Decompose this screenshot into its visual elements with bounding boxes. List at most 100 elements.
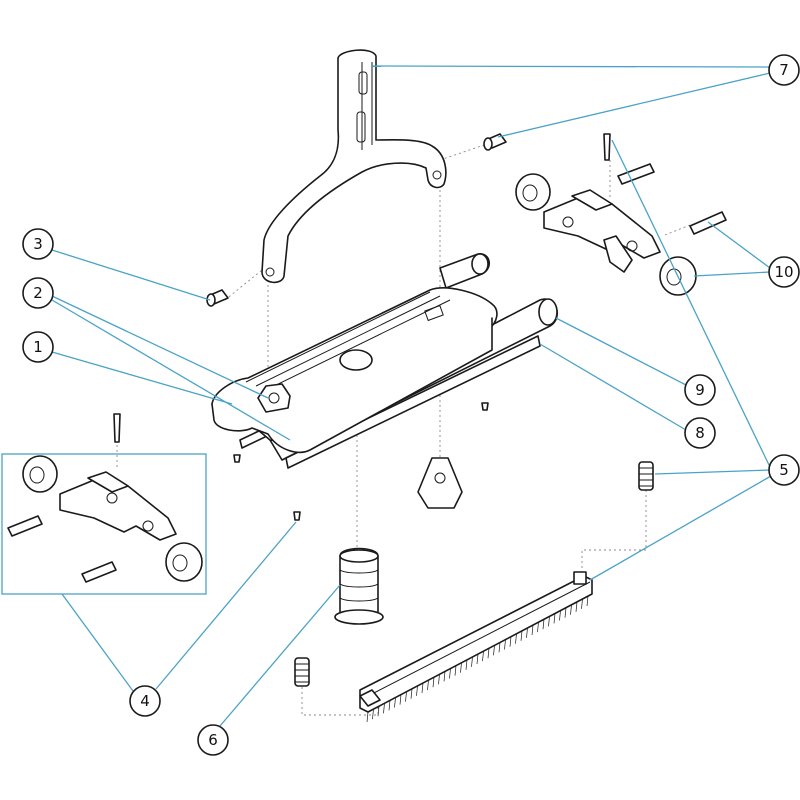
leader-line-2-1 xyxy=(51,295,269,399)
bristle xyxy=(548,616,550,627)
bristle xyxy=(427,680,429,691)
bristle xyxy=(537,622,539,633)
bristle xyxy=(515,633,517,644)
pivot-pin-right xyxy=(483,133,507,151)
bristle xyxy=(526,627,528,638)
bristle xyxy=(520,630,523,641)
inset-frame xyxy=(1,453,207,595)
leader-line-8-12 xyxy=(539,343,687,431)
bristle xyxy=(564,607,567,618)
leader-line-6-9 xyxy=(219,584,341,727)
bristle xyxy=(366,711,369,723)
tube-rear xyxy=(439,253,490,289)
callout-5: 5 xyxy=(768,454,800,486)
leader-line-9-13 xyxy=(555,317,687,386)
callout-6: 6 xyxy=(197,724,229,756)
leader-line-7-10 xyxy=(371,65,771,68)
spring-upper xyxy=(638,461,654,491)
bristle xyxy=(377,706,380,717)
bristle xyxy=(559,610,561,621)
callout-1: 1 xyxy=(22,331,54,363)
bristle xyxy=(504,639,506,650)
bristle xyxy=(449,668,451,679)
callout-10: 10 xyxy=(768,256,800,288)
brush-bar xyxy=(359,571,593,723)
leader-line-10-14 xyxy=(693,271,771,277)
leader-line-3-3 xyxy=(51,249,211,301)
callout-7-circle xyxy=(768,54,800,86)
callout-4: 4 xyxy=(129,685,161,717)
leader-line-2-2 xyxy=(51,299,291,441)
body-screws xyxy=(233,402,489,521)
bristle xyxy=(443,671,446,682)
callout-9-circle xyxy=(684,374,716,406)
bristle xyxy=(586,595,589,607)
bristle xyxy=(416,685,418,696)
callout-10-circle xyxy=(768,256,800,288)
bristle xyxy=(482,651,484,662)
handle-bracket xyxy=(261,49,447,284)
callout-3: 3 xyxy=(22,228,54,260)
bristle xyxy=(581,598,583,609)
bristle xyxy=(553,613,556,624)
bristle xyxy=(476,653,479,665)
bristle xyxy=(498,642,501,653)
callout-2-circle xyxy=(22,277,54,309)
bristle xyxy=(405,691,407,702)
callout-2: 2 xyxy=(22,277,54,309)
bristle xyxy=(432,677,435,688)
leader-lines xyxy=(51,65,772,727)
clamp-bracket xyxy=(417,457,463,509)
leader-line-5-8 xyxy=(589,475,772,581)
bristle xyxy=(410,688,413,699)
pivot-pin-left xyxy=(206,289,229,307)
callout-6-circle xyxy=(197,724,229,756)
wheel-carriage-left xyxy=(7,413,203,583)
bristle xyxy=(383,703,385,714)
callout-5-circle xyxy=(768,454,800,486)
callout-3-circle xyxy=(22,228,54,260)
callout-4-label: 4 xyxy=(140,692,150,710)
callout-1-label: 1 xyxy=(33,338,43,356)
bristle xyxy=(372,709,374,720)
callout-1-circle xyxy=(22,331,54,363)
bristle xyxy=(531,624,534,636)
callout-8: 8 xyxy=(684,417,716,449)
bristle xyxy=(465,659,468,670)
bristle xyxy=(570,604,572,615)
spring-lower xyxy=(294,657,310,687)
bristle xyxy=(542,619,545,630)
callout-5-label: 5 xyxy=(779,461,789,479)
leader-line-5-6 xyxy=(611,139,771,468)
bristle xyxy=(388,700,391,711)
bristle xyxy=(493,645,495,656)
callout-7: 7 xyxy=(768,54,800,86)
bristle xyxy=(471,656,473,667)
leader-line-10-15 xyxy=(707,221,771,269)
callout-9-label: 9 xyxy=(695,381,705,399)
bristle xyxy=(509,636,512,647)
bristle xyxy=(575,601,578,612)
callout-6-label: 6 xyxy=(208,731,218,749)
main-body xyxy=(211,287,498,454)
leader-line-5-7 xyxy=(654,469,771,475)
bristle xyxy=(399,694,402,705)
bristle xyxy=(438,674,440,685)
bristle xyxy=(454,665,457,676)
callout-4-circle xyxy=(129,685,161,717)
callout-2-label: 2 xyxy=(33,284,43,302)
leader-line-1-0 xyxy=(51,351,233,405)
brush-bristles xyxy=(366,595,589,723)
callout-10-label: 10 xyxy=(774,263,793,281)
wheel-carriage-right xyxy=(515,133,727,296)
leader-line-7-11 xyxy=(497,72,771,138)
cylinder-bushing xyxy=(334,547,384,625)
bristle xyxy=(394,697,396,708)
callout-9: 9 xyxy=(684,374,716,406)
leader-line-4-4 xyxy=(61,593,134,692)
callout-7-label: 7 xyxy=(779,61,789,79)
callout-8-circle xyxy=(684,417,716,449)
bristle xyxy=(460,662,462,673)
bristle xyxy=(487,648,490,659)
